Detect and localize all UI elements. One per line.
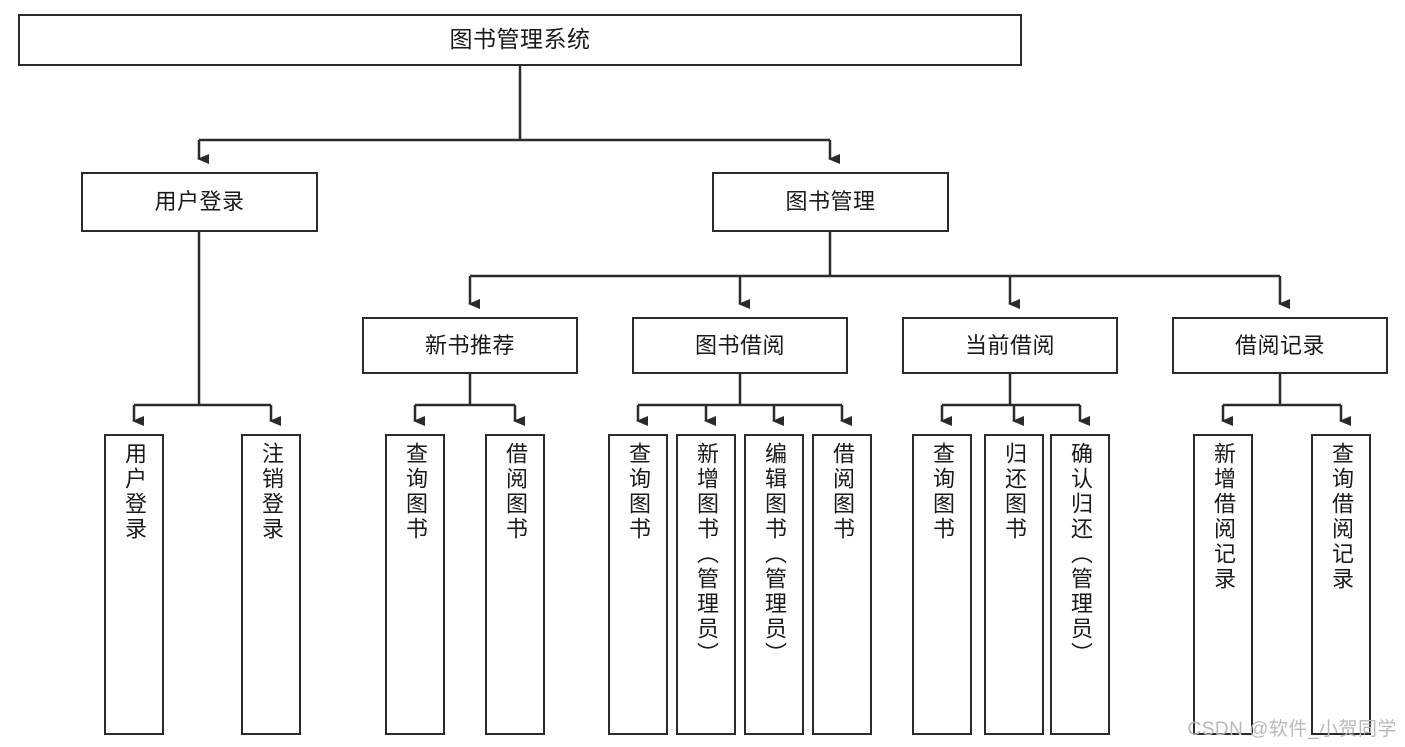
node-leaf-rec-add[interactable]: 新增借阅记录 <box>1193 434 1253 735</box>
node-current-borrow[interactable]: 当前借阅 <box>902 317 1118 374</box>
node-leaf-user-logout[interactable]: 注销登录 <box>241 434 301 735</box>
node-leaf-borrow-query-label: 查询图书 <box>625 442 651 542</box>
node-book-borrow[interactable]: 图书借阅 <box>632 317 848 374</box>
node-leaf-rec-query[interactable]: 查询图书 <box>385 434 445 735</box>
node-leaf-rec-query2[interactable]: 查询借阅记录 <box>1311 434 1371 735</box>
node-leaf-cur-return-label: 归还图书 <box>1001 442 1027 542</box>
node-current-borrow-label: 当前借阅 <box>964 332 1055 358</box>
node-user-login[interactable]: 用户登录 <box>81 172 318 232</box>
node-leaf-borrow-do[interactable]: 借阅图书 <box>812 434 872 735</box>
node-leaf-user-logout-label: 注销登录 <box>258 442 284 542</box>
node-leaf-rec-borrow[interactable]: 借阅图书 <box>485 434 545 735</box>
node-leaf-borrow-do-label: 借阅图书 <box>829 442 855 542</box>
node-leaf-rec-add-label: 新增借阅记录 <box>1210 442 1236 592</box>
node-leaf-cur-return[interactable]: 归还图书 <box>984 434 1044 735</box>
node-leaf-rec-borrow-label: 借阅图书 <box>502 442 528 542</box>
node-leaf-rec-query2-label: 查询借阅记录 <box>1328 442 1354 592</box>
node-leaf-user-login-label: 用户登录 <box>121 442 147 542</box>
node-book-manage-label: 图书管理 <box>785 189 876 215</box>
node-user-login-label: 用户登录 <box>154 189 245 215</box>
node-leaf-borrow-query[interactable]: 查询图书 <box>608 434 668 735</box>
node-new-book-rec-label: 新书推荐 <box>424 332 515 358</box>
node-leaf-borrow-edit-label: 编辑图书（管理员） <box>761 442 787 667</box>
node-leaf-cur-query-label: 查询图书 <box>929 442 955 542</box>
node-leaf-borrow-add-label: 新增图书（管理员） <box>693 442 719 667</box>
node-book-borrow-label: 图书借阅 <box>694 332 785 358</box>
node-borrow-record-label: 借阅记录 <box>1234 332 1325 358</box>
node-root[interactable]: 图书管理系统 <box>18 14 1022 66</box>
node-leaf-user-login[interactable]: 用户登录 <box>104 434 164 735</box>
node-new-book-rec[interactable]: 新书推荐 <box>362 317 578 374</box>
watermark-text: CSDN @软件_小贺同学 <box>1187 719 1397 740</box>
node-leaf-cur-query[interactable]: 查询图书 <box>912 434 972 735</box>
node-leaf-cur-confirm[interactable]: 确认归还（管理员） <box>1050 434 1110 735</box>
node-leaf-cur-confirm-label: 确认归还（管理员） <box>1067 442 1093 667</box>
node-borrow-record[interactable]: 借阅记录 <box>1172 317 1388 374</box>
node-root-label: 图书管理系统 <box>449 26 591 53</box>
node-leaf-borrow-edit[interactable]: 编辑图书（管理员） <box>744 434 804 735</box>
node-leaf-borrow-add[interactable]: 新增图书（管理员） <box>676 434 736 735</box>
node-leaf-rec-query-label: 查询图书 <box>402 442 428 542</box>
node-book-manage[interactable]: 图书管理 <box>712 172 949 232</box>
